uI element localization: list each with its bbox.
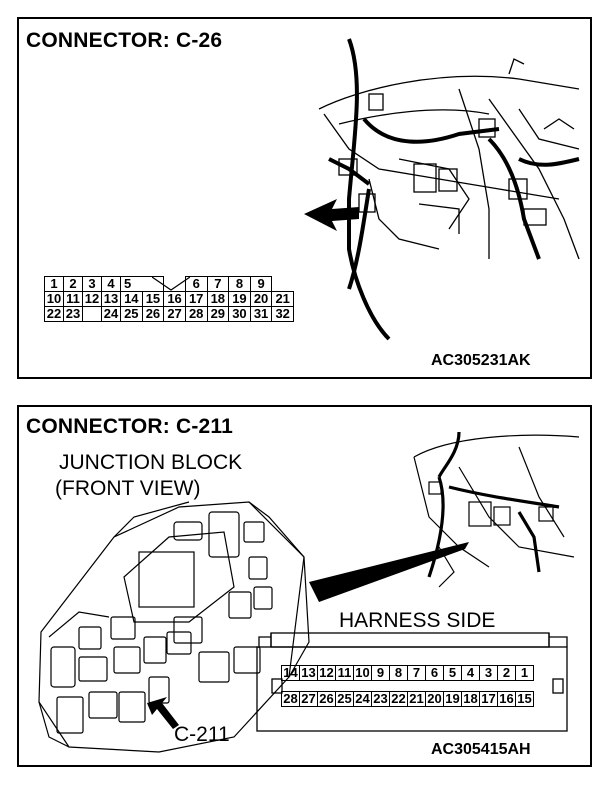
c211-pin: 7 [407,665,426,681]
c26-pin: 8 [228,276,251,292]
c211-pin: 25 [335,691,354,707]
c211-pin: 12 [317,665,336,681]
c26-pin: 30 [228,306,251,322]
c211-pin-grid: 14 13 12 11 10 9 8 7 6 5 4 3 2 1 28 27 2… [281,665,534,707]
c26-pin: 11 [63,291,83,307]
c211-pin: 16 [497,691,516,707]
c26-key-notch [152,276,191,292]
c211-pin: 9 [371,665,390,681]
junction-block-illustration [38,431,580,753]
c211-pin: 15 [515,691,534,707]
c211-pin: 5 [443,665,462,681]
c26-pin: 4 [101,276,121,292]
c26-pin: 27 [163,306,186,322]
c26-pin: 24 [101,306,121,322]
front-view-label: (FRONT VIEW) [55,477,201,500]
c26-pin: 26 [141,306,165,322]
connector-c211-panel: CONNECTOR: C-211 JUNCTION BLOCK (FRONT V… [17,405,592,767]
c211-pin: 26 [317,691,336,707]
c211-row-2: 28 27 26 25 24 23 22 21 20 19 18 17 16 1… [281,691,534,707]
c26-pin: 9 [249,276,273,292]
c211-pin: 28 [281,691,300,707]
connector-c26-ref-code: AC305231AK [431,352,531,369]
connector-c211-title: CONNECTOR: C-211 [26,415,234,438]
c211-pin: 22 [389,691,408,707]
c211-pin: 24 [353,691,372,707]
c26-pin: 18 [206,291,230,307]
c211-pin: 18 [461,691,480,707]
c26-row-2: 10 11 12 13 14 15 16 17 18 19 20 21 [44,291,294,307]
c26-pin: 25 [120,306,143,322]
c211-row-1: 14 13 12 11 10 9 8 7 6 5 4 3 2 1 [281,665,534,681]
c211-pin: 14 [281,665,300,681]
c26-pin: 31 [249,306,273,322]
c211-pin: 21 [407,691,426,707]
c211-pin: 8 [389,665,408,681]
c26-pin: 13 [101,291,121,307]
c26-pin: 16 [163,291,186,307]
c211-pin: 27 [299,691,318,707]
c26-pin: 7 [206,276,230,292]
c26-pin: 17 [184,291,208,307]
c26-pin: 28 [184,306,208,322]
c211-row-spacer [282,681,534,692]
c211-pin: 17 [479,691,498,707]
c211-pin: 3 [479,665,498,681]
c26-pin: 3 [82,276,102,292]
c211-pin: 11 [335,665,354,681]
c211-pin: 4 [461,665,480,681]
c26-pin: 14 [120,291,143,307]
c26-pin: 19 [228,291,251,307]
connector-c211-ref-code: AC305415AH [431,741,531,758]
c26-pin-empty [82,306,102,322]
c211-pin: 23 [371,691,390,707]
c26-pin: 32 [271,306,294,322]
c211-pin: 19 [443,691,462,707]
c26-pin: 2 [63,276,83,292]
c26-row-1: 1 2 3 4 5 6 7 8 9 [44,276,294,292]
c211-pin: 20 [425,691,444,707]
c211-pin: 6 [425,665,444,681]
c211-pointer-arrow-icon [147,697,179,729]
c211-pin: 1 [515,665,534,681]
c211-callout-label: C-211 [174,723,230,746]
c26-pin: 10 [44,291,64,307]
c26-pin: 21 [271,291,294,307]
wedge-pointer-icon [309,542,469,602]
c26-row-3: 22 23 24 25 26 27 28 29 30 31 32 [44,306,294,322]
c211-pin: 13 [299,665,318,681]
c26-pin: 23 [63,306,83,322]
c26-pin: 1 [44,276,64,292]
c211-pin: 2 [497,665,516,681]
pointer-arrow-icon [304,199,359,231]
c26-pin: 15 [141,291,165,307]
connector-c26-panel: CONNECTOR: C-26 [17,17,592,379]
c26-pin: 12 [82,291,102,307]
dashboard-harness-illustration [304,38,580,341]
c26-pin-grid: 1 2 3 4 5 6 7 8 9 10 11 12 13 14 15 16 1… [44,276,294,322]
c26-pin: 20 [249,291,273,307]
connector-c26-title: CONNECTOR: C-26 [26,29,223,52]
c211-pin: 10 [353,665,372,681]
junction-block-label: JUNCTION BLOCK [59,451,243,474]
c26-pin: 29 [206,306,230,322]
harness-side-label: HARNESS SIDE [339,609,496,632]
c26-pin: 22 [44,306,64,322]
